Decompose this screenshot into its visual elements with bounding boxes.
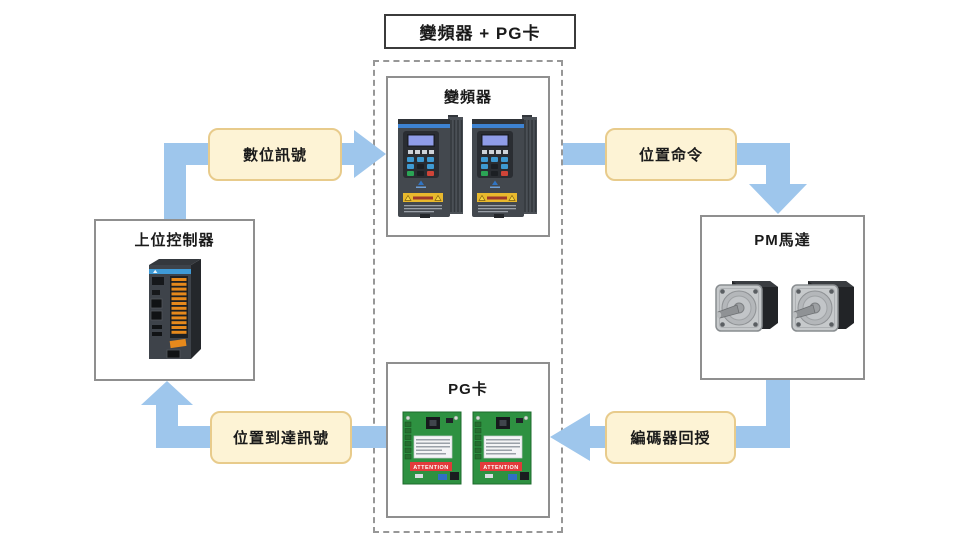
node-inverter: 變頻器 <box>386 76 550 237</box>
pg-card-image: ATTENTION <box>402 411 462 485</box>
label-position-command: 位置命令 <box>605 128 737 181</box>
pg-card-image: ATTENTION <box>472 411 532 485</box>
pg-card-attention-text: ATTENTION <box>483 465 519 471</box>
pg-card-attention-text: ATTENTION <box>413 465 449 471</box>
arrow-position-command-vertical <box>766 143 790 184</box>
inverter-label: 變頻器 <box>443 89 492 106</box>
position-arrival-text: 位置到達訊號 <box>232 430 329 447</box>
pg-card-label: PG卡 <box>448 381 488 398</box>
arrow-position-arrival-vertical <box>156 405 178 448</box>
title-box: 變頻器 + PG卡 <box>384 14 576 49</box>
label-digital-signal: 數位訊號 <box>208 128 342 181</box>
inverter-pg-group-outline <box>373 60 563 533</box>
label-encoder-feedback: 編碼器回授 <box>605 411 736 464</box>
pm-motor-label: PM馬達 <box>754 232 811 249</box>
motion-controller-image <box>148 259 201 359</box>
inverter-image-row <box>396 114 540 220</box>
node-pm-motor: PM馬達 <box>700 215 865 380</box>
arrow-position-arrival-head-up-icon <box>141 381 193 405</box>
arrow-encoder-feedback-head-left-icon <box>550 413 590 461</box>
arrow-digital-signal-head-right-icon <box>354 130 386 178</box>
host-controller-image-row <box>143 257 207 363</box>
pm-motor-image <box>790 281 854 332</box>
vfd-drive-image <box>398 115 463 218</box>
position-command-text: 位置命令 <box>638 147 703 164</box>
pm-motor-image-row <box>708 277 858 339</box>
vfd-drive-image <box>472 115 537 218</box>
arrow-position-command-head-down-icon <box>749 184 807 214</box>
pg-card-image-row: ATTENTION <box>402 410 534 486</box>
digital-signal-text: 數位訊號 <box>242 147 307 164</box>
label-position-arrival: 位置到達訊號 <box>210 411 352 464</box>
node-pg-card: PG卡 <box>386 362 550 518</box>
host-controller-label: 上位控制器 <box>134 232 215 249</box>
encoder-feedback-text: 編碼器回授 <box>630 430 711 447</box>
node-host-controller: 上位控制器 <box>94 219 255 381</box>
pm-motor-image <box>714 281 778 332</box>
diagram-title: 變頻器 + PG卡 <box>419 24 541 43</box>
